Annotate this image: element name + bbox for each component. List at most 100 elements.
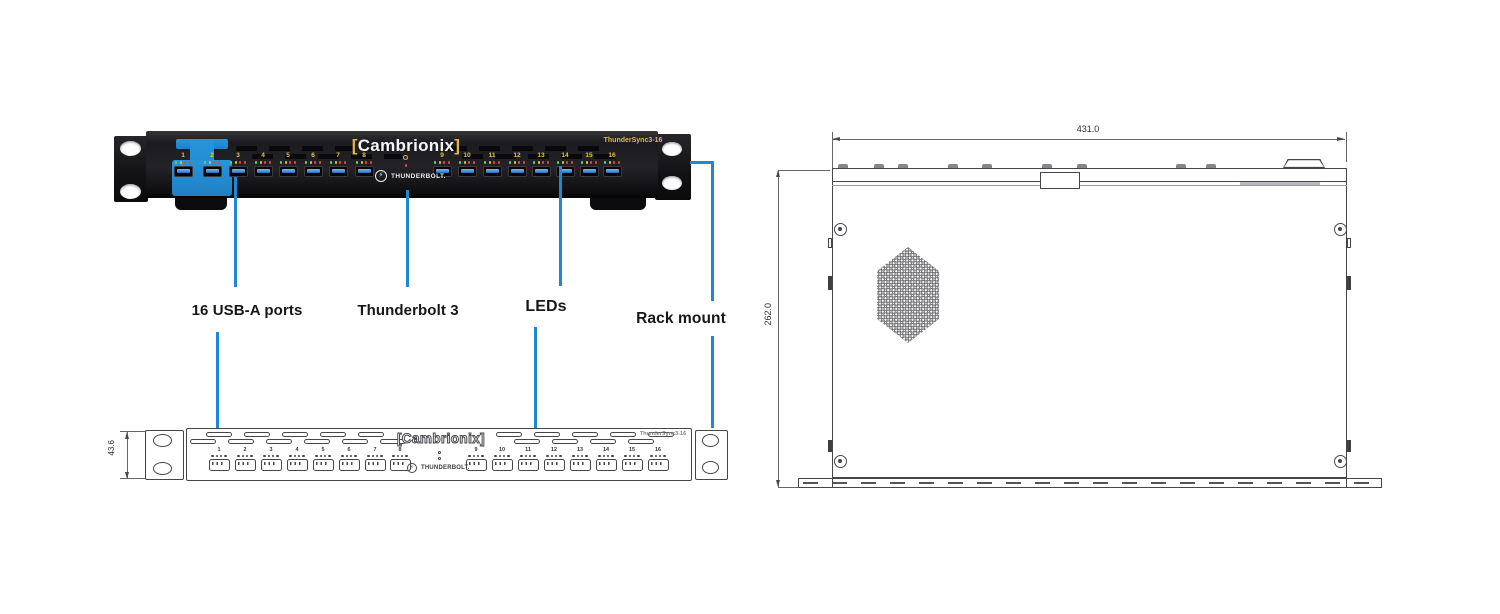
led-dot — [613, 161, 616, 164]
usb-pins — [573, 461, 587, 465]
led-dot — [239, 161, 242, 164]
usb-port-photo: 8 — [352, 152, 376, 184]
thunderbolt-wordmark: THUNDERBOLT. — [391, 173, 446, 180]
led-dot — [289, 454, 292, 458]
led-dot — [246, 454, 249, 458]
vent-slot — [380, 439, 406, 444]
led-dot — [329, 161, 333, 164]
usb-socket — [507, 166, 527, 177]
dim-arrow — [125, 472, 129, 479]
led-dot — [533, 454, 536, 458]
led-dot — [264, 161, 267, 164]
led-dot — [472, 161, 476, 164]
led-dot — [365, 161, 368, 164]
led-dot — [188, 161, 192, 164]
callout-line-rack-bottom — [711, 336, 714, 428]
port-led-row — [226, 160, 250, 165]
dim-arrow — [1337, 137, 1345, 141]
usb-port-photo: 7 — [326, 152, 350, 184]
usb-port-photo: 6 — [301, 152, 325, 184]
port-number: 9 — [440, 152, 444, 159]
led-dot — [211, 454, 214, 458]
screw-icon — [1333, 222, 1347, 236]
port-number: 4 — [295, 447, 299, 453]
usb-socket — [260, 459, 282, 471]
usb-socket — [364, 459, 386, 471]
led-dot — [624, 454, 627, 458]
drawing-thunderbolt-wordmark: THUNDERBOLT. — [421, 465, 470, 471]
usb-pins — [342, 461, 356, 465]
port-led-row — [646, 454, 670, 458]
port-led-row — [516, 454, 540, 458]
led-dot — [598, 454, 601, 458]
usb-socket — [338, 459, 360, 471]
screw-bump — [982, 164, 992, 168]
port-led-row — [352, 160, 376, 165]
led-dot — [328, 454, 331, 458]
led-dot — [607, 454, 610, 458]
vent-slot — [628, 439, 654, 444]
usb-tongue — [281, 168, 295, 173]
led-dot — [503, 454, 506, 458]
led-dot — [529, 454, 532, 458]
led-dot — [272, 454, 275, 458]
port-number: 1 — [217, 447, 221, 453]
port-number: 11 — [488, 152, 496, 159]
led-dot — [343, 161, 347, 164]
led-dot — [293, 161, 297, 164]
dim-arrow — [776, 480, 780, 487]
port-number: 12 — [550, 447, 558, 453]
model-label: ThunderSync3-16 — [603, 137, 663, 144]
usb-tongue — [357, 168, 371, 173]
led-dot — [276, 454, 279, 458]
led-dot — [458, 161, 462, 164]
usb-socket — [621, 459, 643, 471]
led-dot — [542, 161, 545, 164]
led-dot — [518, 161, 521, 164]
dim-ext-line — [120, 478, 146, 479]
usb-port-photo: 13 — [529, 152, 553, 184]
usb-pins — [469, 461, 483, 465]
led-dot — [315, 454, 318, 458]
led-dot — [341, 454, 344, 458]
usb-tongue — [256, 168, 270, 173]
port-number: 16 — [608, 152, 616, 159]
port-number: 1 — [181, 152, 185, 159]
led-dot — [650, 454, 653, 458]
port-led-row — [259, 454, 283, 458]
vent-slot — [514, 439, 540, 444]
usb-port-photo: 1 — [171, 152, 195, 184]
led-dot — [483, 161, 487, 164]
usb-pins — [651, 461, 665, 465]
vent-slots — [462, 154, 622, 159]
port-led-row — [337, 454, 361, 458]
port-led-row — [311, 454, 335, 458]
drawing-power-led — [438, 451, 441, 454]
drawing-front-panel — [186, 428, 692, 481]
led-dot — [213, 161, 216, 164]
usb-pins — [316, 461, 330, 465]
led-dot — [443, 161, 446, 164]
led-dot — [663, 454, 666, 458]
usb-port-drawing: 3 — [259, 447, 283, 475]
drawing-thunderbolt-icon: ⚡ — [407, 463, 417, 473]
callout-line-usb-bottom — [216, 332, 219, 438]
led-dot — [522, 161, 526, 164]
screw-bump — [1206, 164, 1216, 168]
mount-hole — [120, 184, 141, 199]
dim-arrow — [832, 137, 840, 141]
led-dot — [602, 454, 605, 458]
port-led-row — [301, 160, 325, 165]
vent-slot — [610, 432, 636, 437]
vent-slot — [304, 439, 330, 444]
led-dot — [585, 161, 588, 164]
dim-arrow — [125, 432, 129, 439]
side-tab — [1347, 440, 1351, 452]
usb-socket — [517, 459, 539, 471]
usb-port-drawing: 6 — [337, 447, 361, 475]
led-dot — [380, 454, 383, 458]
side-tab — [828, 276, 832, 290]
vent-slot — [358, 432, 384, 437]
led-dot — [438, 161, 441, 164]
